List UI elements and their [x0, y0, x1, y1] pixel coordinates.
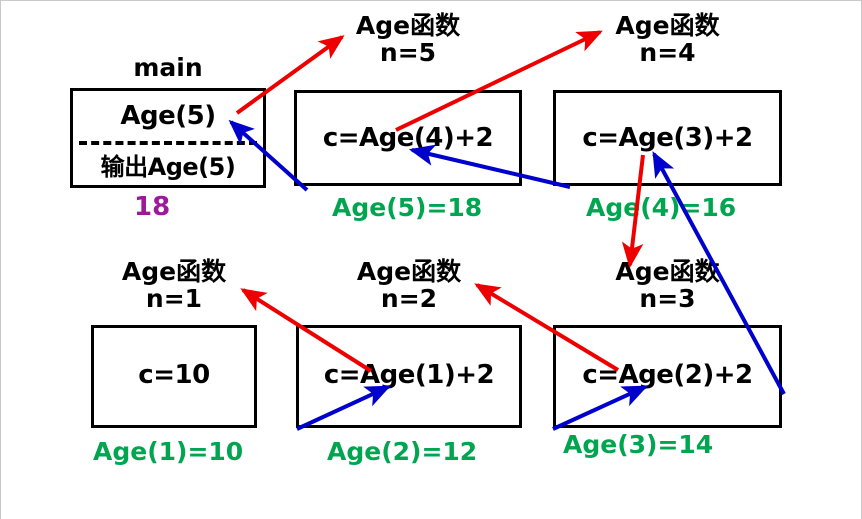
caption-line-2: n=4: [639, 38, 696, 67]
frame-body-line-age5-1: c=Age(4)+2: [322, 123, 494, 153]
frame-box-age1: c=10: [91, 325, 257, 428]
caption-line-1: Age函数: [615, 257, 720, 286]
caption-line-1: Age函数: [355, 11, 461, 40]
frame-box-age3: c=Age(2)+2: [553, 325, 782, 428]
frame-caption-age1: Age函数 n=1: [91, 258, 257, 312]
caption-line-2: n=5: [379, 38, 437, 67]
frame-body-line-main-2: 输出Age(5): [100, 153, 236, 181]
result-label-age4: Age(4)=16: [586, 193, 737, 222]
output-value-main: 18: [134, 192, 171, 222]
result-label-age3: Age(3)=14: [563, 430, 714, 459]
frame-caption-age3: Age函数 n=3: [553, 258, 782, 312]
caption-line-1: main: [133, 53, 203, 82]
frame-body-line-age3-1: c=Age(2)+2: [582, 360, 753, 390]
frame-body-line-age4-1: c=Age(3)+2: [582, 123, 753, 153]
frame-caption-age4: Age函数 n=4: [553, 12, 782, 66]
frame-box-age4: c=Age(3)+2: [553, 90, 782, 186]
frame-body-line-age1-1: c=10: [138, 360, 210, 390]
frame-body-line-age2-1: c=Age(1)+2: [323, 360, 495, 390]
result-label-age1: Age(1)=10: [93, 437, 244, 466]
frame-caption-age2: Age函数 n=2: [296, 258, 522, 312]
caption-line-2: n=1: [145, 284, 203, 313]
caption-line-1: Age函数: [356, 257, 462, 286]
caption-line-1: Age函数: [121, 257, 227, 286]
frame-body-line-main-1: Age(5): [120, 101, 216, 131]
result-label-age5: Age(5)=18: [332, 193, 483, 222]
frame-caption-main: main: [70, 54, 266, 81]
frame-box-age5: c=Age(4)+2: [294, 90, 522, 186]
frame-box-age2: c=Age(1)+2: [296, 325, 522, 428]
caption-line-2: n=2: [380, 284, 438, 313]
frame-divider-main: [79, 141, 257, 145]
result-label-age2: Age(2)=12: [327, 437, 478, 466]
caption-line-1: Age函数: [615, 11, 720, 40]
frame-caption-age5: Age函数 n=5: [294, 12, 522, 66]
caption-line-2: n=3: [639, 284, 696, 313]
frame-box-main: Age(5) 输出Age(5): [70, 88, 266, 188]
